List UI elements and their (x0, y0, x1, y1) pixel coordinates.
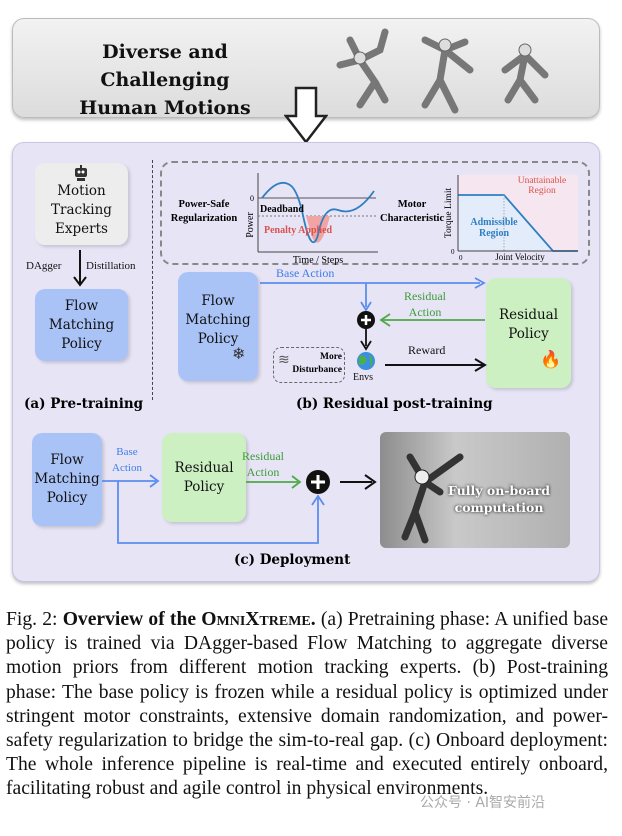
policy-line: Flow (201, 293, 235, 309)
label-line: Base (116, 446, 138, 458)
snowflake-icon: ❄ (232, 344, 246, 363)
section-divider (152, 160, 153, 400)
photo-caption: Fully on-board computation (448, 482, 550, 516)
constraints-box (160, 161, 590, 265)
label-line: Fully on-board (448, 483, 550, 498)
label-line: Motor (397, 199, 427, 210)
policy-line: Policy (46, 490, 88, 506)
robot-motion-figures (336, 28, 549, 114)
banner-title-line2: Human Motions (79, 97, 251, 119)
y-axis-label: Torque Limit (444, 188, 454, 239)
figure-number: Fig. 2: (6, 609, 63, 630)
banner-title-line1: Diverse and Challenging (100, 41, 230, 91)
zero-tick: 0 (250, 194, 254, 203)
x-axis-label: Time / Steps (293, 255, 343, 265)
zero-tick: 0 (451, 248, 455, 256)
label-line: Disturbance (292, 365, 342, 375)
caption-body: (a) Pretraining phase: A unified base po… (6, 609, 609, 800)
label-line: More (320, 352, 342, 362)
robot-figure (401, 453, 464, 544)
experts-line: Experts (55, 220, 108, 237)
robot-icon (75, 165, 87, 181)
label-line: Action (408, 305, 442, 319)
deployment-arrows (102, 470, 377, 544)
base-action-label: Base Action (276, 266, 335, 280)
distillation-label: Distillation (86, 260, 136, 272)
policy-line: Policy (61, 335, 102, 352)
power-curve (261, 181, 375, 244)
reward-label: Reward (408, 343, 446, 357)
experts-line: Tracking (51, 201, 112, 218)
label-line: Regularization (170, 213, 238, 224)
x-axis-label: Joint Velocity (495, 252, 545, 262)
envs-label: Envs (353, 372, 373, 383)
y-axis-label: Power (245, 212, 256, 238)
policy-line: Matching (48, 316, 115, 333)
policy-line: Flow (50, 452, 84, 468)
label-line: Action (246, 465, 280, 479)
unattainable-label: Unattainable (518, 176, 567, 186)
label-line: computation (454, 500, 544, 515)
admissible-label: Region (479, 228, 509, 239)
label-line: Residual (242, 449, 284, 463)
post-training-arrows (260, 277, 487, 372)
deadband-label: Deadband (260, 204, 304, 215)
watermark: 公众号 · AI智安前沿 (420, 795, 546, 811)
post-training-label: (b) Residual post-training (296, 396, 493, 412)
fire-icon: 🔥 (540, 350, 562, 370)
power-chart: 0 Deadband Penalty Applied Time / Steps … (245, 173, 378, 265)
label-line: Action (112, 462, 142, 474)
down-arrow-icon (284, 86, 328, 144)
penalty-label: Penalty Applied (264, 225, 333, 236)
policy-line: Matching (34, 471, 100, 487)
label-line: Characteristic (380, 213, 445, 224)
policy-line: Residual (174, 459, 234, 476)
dagger-label: DAgger (26, 260, 62, 272)
pretraining-label: (a) Pre-training (24, 396, 144, 412)
label-line: Residual (404, 289, 446, 303)
unattainable-label: Region (528, 186, 556, 196)
policy-line: Policy (508, 326, 549, 342)
disturbance-box (273, 347, 345, 383)
policy-line: Residual (498, 307, 559, 323)
experts-line: Motion (57, 182, 106, 199)
real-robot-photo (380, 432, 570, 548)
motor-chart: Unattainable Region Admissible Region Jo… (444, 175, 578, 262)
caption-title: Overview of the (62, 609, 202, 630)
label-line: Power-Safe (178, 199, 230, 210)
admissible-label: Admissible (470, 217, 518, 228)
policy-line: Flow (64, 297, 99, 314)
distillation-arrow (73, 250, 87, 287)
policy-line: Policy (197, 331, 239, 347)
figure-caption: Fig. 2: Overview of the OmniXtreme. (a) … (6, 608, 608, 802)
policy-line: Matching (185, 312, 251, 328)
zero-tick: 0 (459, 254, 463, 262)
deployment-label: (c) Deployment (234, 552, 351, 568)
wind-icon: ≋ (278, 352, 290, 368)
policy-line: Policy (183, 478, 225, 495)
penalty-area (306, 216, 330, 243)
caption-method-name: OmniXtreme. (201, 609, 316, 630)
